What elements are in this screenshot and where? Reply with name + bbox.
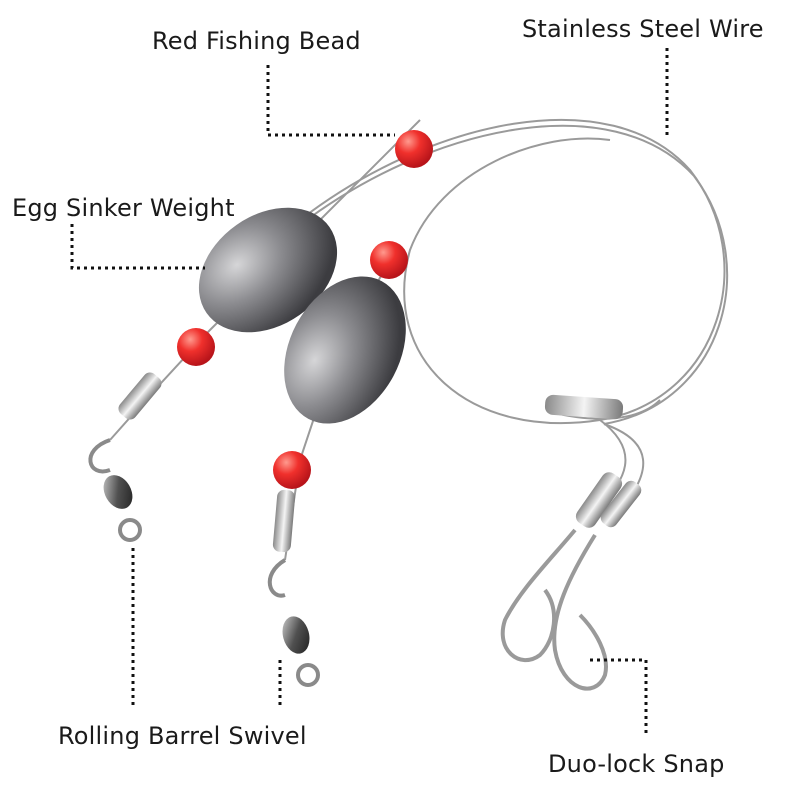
duo-lock-snaps xyxy=(500,528,608,691)
label-rolling-barrel-swivel: Rolling Barrel Swivel xyxy=(58,722,307,750)
rolling-barrel-swivels xyxy=(88,438,320,687)
leader-lines xyxy=(70,48,669,735)
egg-sinker-weights xyxy=(198,207,406,424)
label-stainless-steel-wire: Stainless Steel Wire xyxy=(522,15,764,43)
red-fishing-beads xyxy=(177,130,433,489)
label-egg-sinker-weight: Egg Sinker Weight xyxy=(12,194,235,222)
label-red-fishing-bead: Red Fishing Bead xyxy=(152,27,361,55)
crimp-sleeves xyxy=(118,372,642,553)
label-duo-lock-snap: Duo-lock Snap xyxy=(548,750,725,778)
